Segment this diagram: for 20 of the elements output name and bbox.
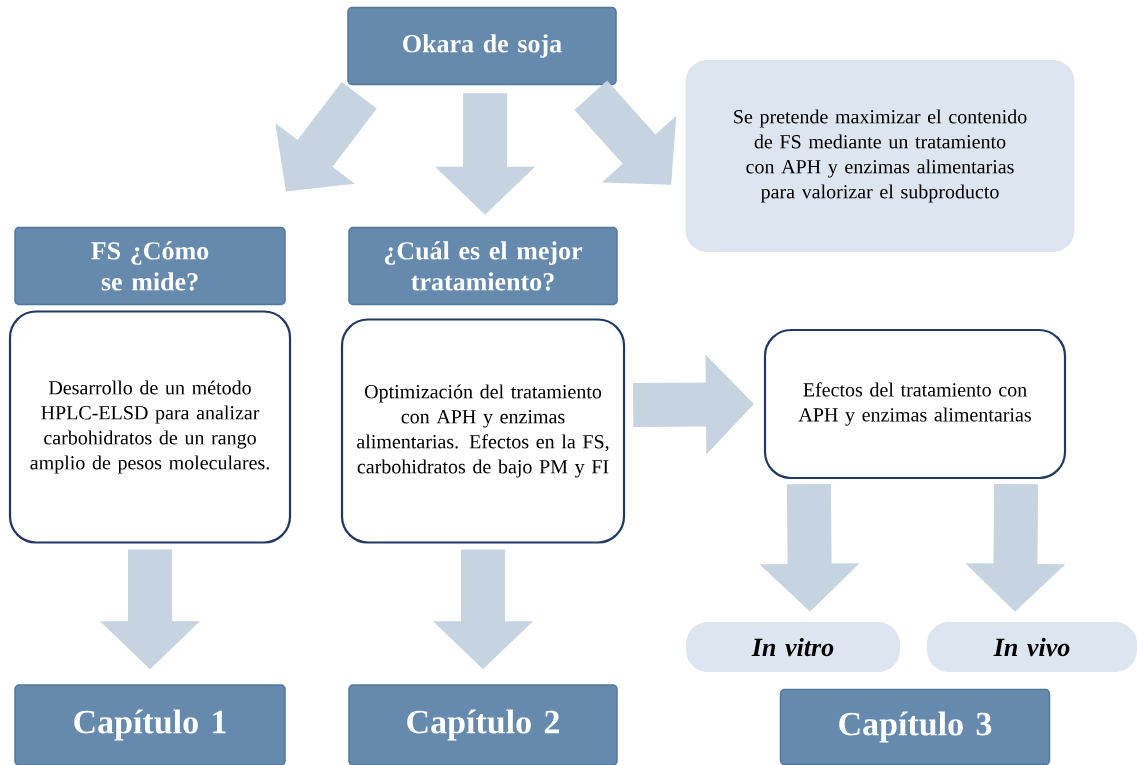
heading-box: ¿Cuál es el mejor tratamiento? [348,226,618,306]
block-arrow [435,93,535,215]
process-box: Efectos del tratamiento con APH y enzimas alimentarias [763,328,1067,480]
heading-box: Capítulo 3 [779,688,1051,765]
note-box: Se pretende maximizar el contenido de FS mediante un tratamiento con APH y enzimas alimentarias para valorizar el subproducto [685,60,1075,252]
process-box: Optimización del tratamiento con APH y enzimas alimentarias. Efectos en la FS, carbohidratos de bajo PM y FI [340,318,626,544]
block-arrow [100,549,200,670]
block-arrow [965,483,1066,612]
heading-box: FS ¿Cómo se mide? [14,226,286,306]
block-arrow [759,483,860,612]
block-arrow [574,80,677,185]
note-box: In vitro [686,622,900,672]
process-box: Desarrollo de un método HPLC-ELSD para analizar carbohidratos de un rango amplio de pesos moleculares. [8,310,292,544]
heading-box: Capítulo 1 [14,684,286,765]
block-arrow [433,549,533,670]
note-box: In vivo [927,622,1137,672]
heading-box: Capítulo 2 [348,684,618,765]
block-arrow [632,354,754,455]
heading-box: Okara de soja [347,6,617,86]
block-arrow [275,81,377,192]
